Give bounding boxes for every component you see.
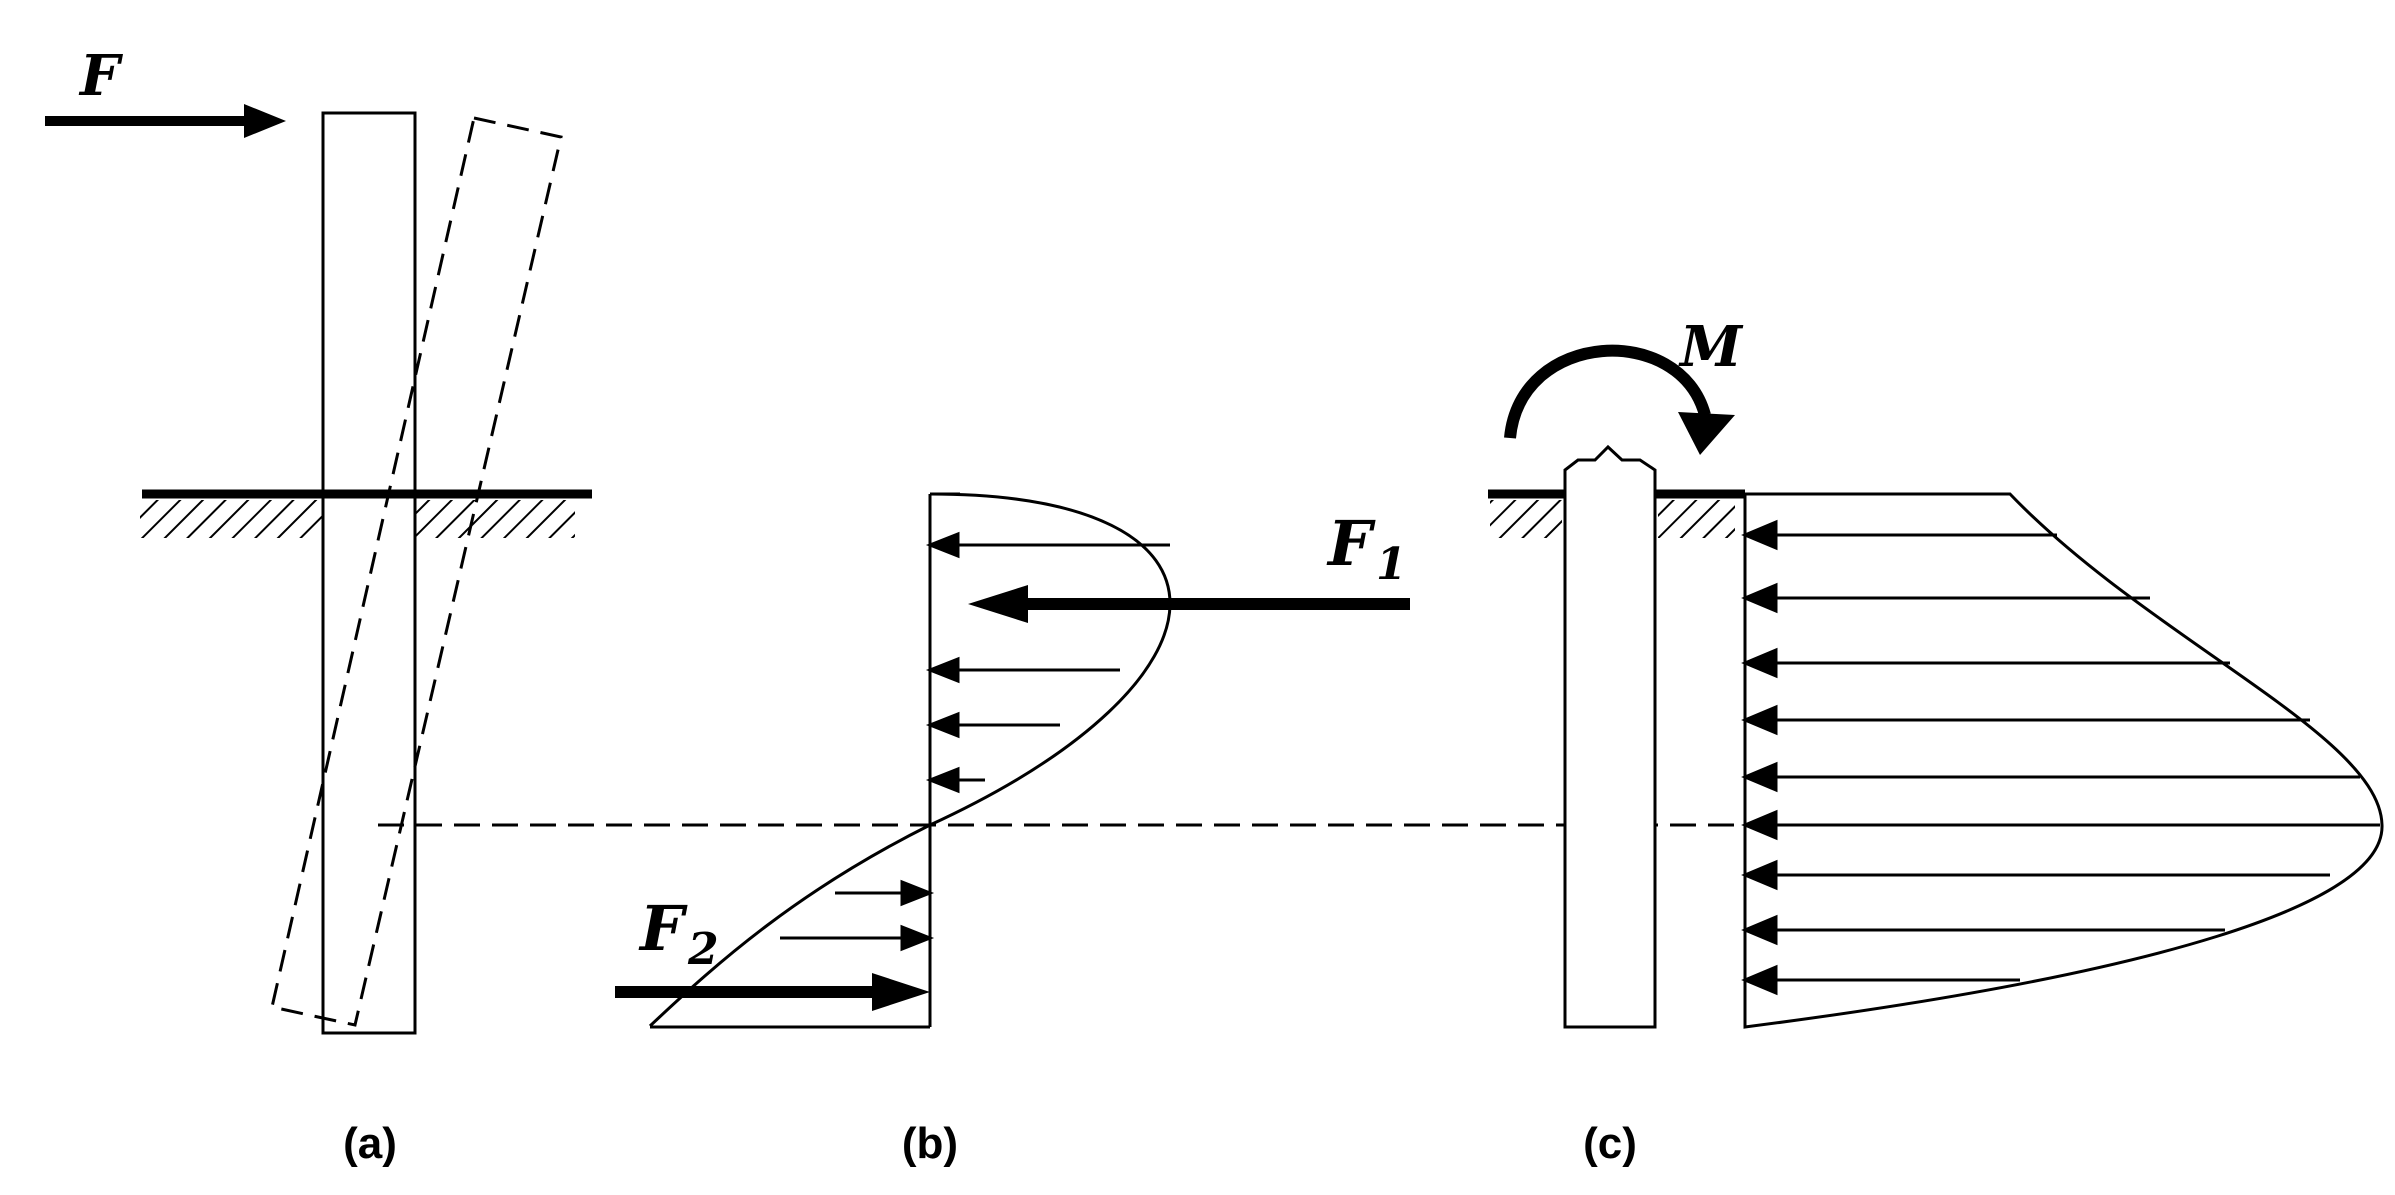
panel-c-pile-with-moment: M bbox=[1488, 314, 2384, 1029]
force-f-arrow bbox=[45, 104, 286, 138]
force-f2-arrow bbox=[615, 973, 930, 1011]
lower-pressure-arrows bbox=[780, 879, 935, 952]
rotated-pile-outline bbox=[270, 116, 563, 1027]
ground-hatch-c-right bbox=[1658, 500, 1735, 538]
pressure-distribution-curve bbox=[648, 492, 1172, 1028]
panel-label-b: (b) bbox=[902, 1119, 958, 1168]
moment-m-label: M bbox=[1678, 314, 1744, 380]
pile-a bbox=[321, 111, 417, 1035]
panel-label-c: (c) bbox=[1583, 1119, 1637, 1168]
ground-hatch-a-right bbox=[415, 500, 575, 538]
panel-a-rigid-pile: F bbox=[45, 43, 592, 1035]
force-f2-label: F2 bbox=[638, 892, 719, 975]
force-f1-arrow bbox=[968, 585, 1410, 623]
ground-hatch-a-left bbox=[140, 500, 323, 538]
panel-label-a: (a) bbox=[343, 1119, 397, 1168]
force-f1-label: F1 bbox=[1326, 507, 1407, 590]
moment-m-arrow bbox=[1504, 344, 1735, 455]
force-f-label: F bbox=[78, 43, 124, 109]
ground-hatch-c-left bbox=[1490, 500, 1562, 538]
upper-pressure-arrows bbox=[925, 531, 1170, 794]
pressure-arrows-c bbox=[1741, 519, 2380, 996]
pressure-distribution-c bbox=[1743, 492, 2384, 1029]
panel-b-soil-pressure: F1 F2 bbox=[615, 492, 1410, 1029]
pile-c-broken-top bbox=[1563, 444, 1657, 1029]
